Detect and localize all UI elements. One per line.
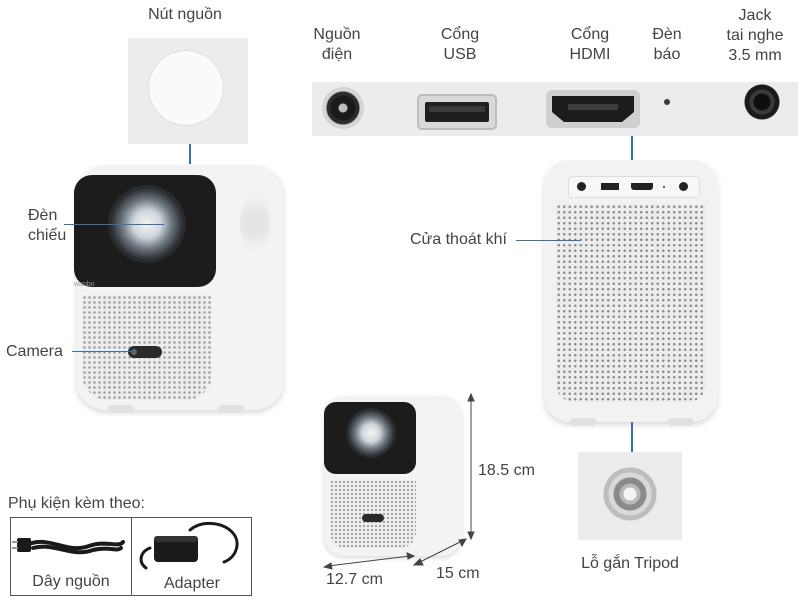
- adapter-label: Adapter: [163, 575, 221, 592]
- power-button-inset: [128, 38, 248, 144]
- power-button: [148, 50, 224, 126]
- projector-dimension-view: [322, 396, 464, 566]
- tripod-mount-icon: [602, 466, 658, 522]
- power-button-pointer: [189, 144, 191, 164]
- brand-mark: wanbo: [74, 281, 95, 288]
- audio-jack-icon: [744, 84, 780, 120]
- hdmi-port-icon: [546, 90, 640, 128]
- front-foot-left: [108, 405, 134, 413]
- back-foot-left: [570, 418, 596, 426]
- camera-icon: [131, 349, 137, 355]
- usb-port-slot: [425, 102, 489, 122]
- back-hdmi-port-icon: [631, 183, 653, 190]
- front-foot-right: [218, 405, 244, 413]
- dim-lens-icon: [346, 408, 396, 458]
- vent-pointer: [516, 240, 580, 241]
- usb-port-icon: [417, 94, 497, 130]
- tripod-inset: [578, 452, 682, 540]
- power-button-label: Nút nguồn: [148, 6, 222, 23]
- accessories-title: Phụ kiện kèm theo:: [8, 495, 145, 512]
- power-cable-icon: [12, 538, 125, 555]
- accessories-divider: [131, 518, 132, 595]
- usb-port-label: Cổng USB: [440, 26, 480, 63]
- power-port-icon: [322, 87, 364, 129]
- back-port-panel: [568, 176, 700, 198]
- back-usb-port-icon: [601, 183, 619, 190]
- tripod-pointer: [631, 422, 633, 452]
- power-port-label: Nguồn điện: [313, 26, 361, 63]
- dim-camera-icon: [362, 514, 384, 522]
- projector-back-view: [542, 160, 720, 430]
- camera-label: Camera: [6, 343, 63, 360]
- indicator-light-label: Đèn báo: [652, 26, 682, 63]
- width-dimension: 12.7 cm: [326, 571, 383, 588]
- vent-label: Cửa thoát khí: [410, 231, 507, 248]
- power-cable-label: Dây nguồn: [32, 573, 110, 590]
- height-dimension: 18.5 cm: [478, 462, 535, 479]
- lens-label: Đèn chiếu: [28, 207, 67, 244]
- back-power-port-icon: [577, 182, 586, 191]
- usb-port-tongue: [429, 106, 485, 112]
- indicator-light-icon: [664, 99, 670, 105]
- audio-jack-label: Jack tai nghe 3.5 mm: [726, 7, 784, 64]
- hdmi-port-shape: [552, 96, 634, 122]
- back-indicator-icon: [663, 186, 665, 188]
- projector-front-view: wanbo: [68, 165, 286, 415]
- hdmi-port-label: Cổng HDMI: [569, 26, 611, 63]
- side-speaker-grille: [240, 193, 270, 253]
- depth-dimension: 15 cm: [436, 565, 480, 582]
- accessories-box: Dây nguồn Adapter: [10, 517, 252, 596]
- tripod-mount-label: Lỗ gắn Tripod: [581, 555, 679, 572]
- back-foot-right: [668, 418, 694, 426]
- back-audio-jack-icon: [679, 182, 688, 191]
- ports-strip: [312, 82, 798, 136]
- lens-pointer: [64, 224, 164, 225]
- camera-module: [128, 346, 162, 358]
- ports-pointer: [631, 136, 633, 172]
- adapter-icon: [139, 522, 239, 570]
- camera-pointer: [72, 351, 132, 352]
- back-grille: [556, 204, 706, 402]
